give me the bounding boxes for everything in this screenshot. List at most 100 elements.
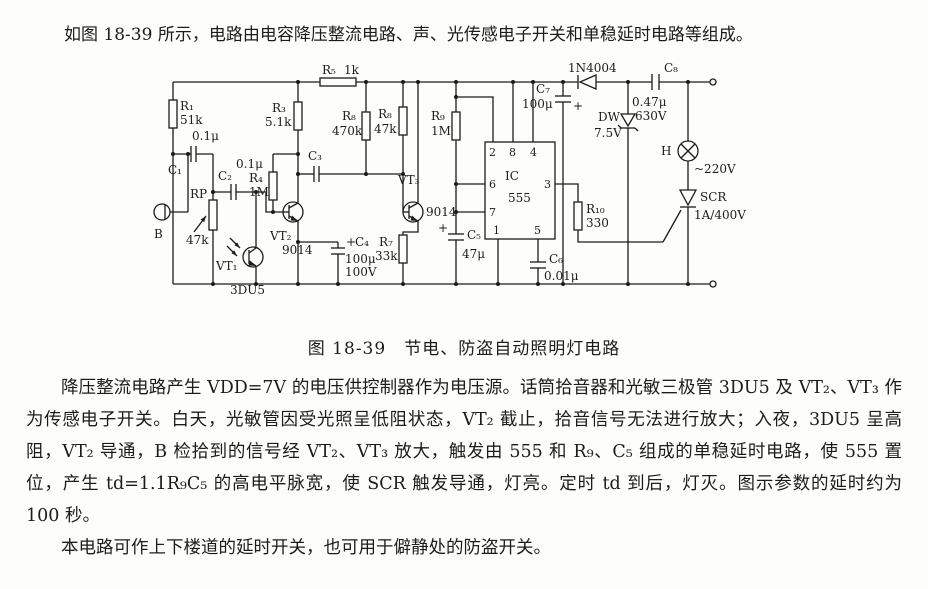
body-paragraph-2: 本电路可作上下楼道的延时开关，也可用于僻静处的防盗开关。 xyxy=(61,538,551,558)
label-scr: SCR xyxy=(700,190,727,204)
label-r9-value: 1M xyxy=(431,124,451,138)
label-vt1-type: 3DU5 xyxy=(230,283,265,297)
phototransistor-vt1: VT₁ 3DU5 xyxy=(215,192,265,297)
microphone-b: B xyxy=(153,154,189,241)
label-pin8: 8 xyxy=(509,146,516,159)
ic-555: 2 8 4 6 3 7 1 5 IC 555 xyxy=(456,82,579,284)
capacitor-c8: C₈ 0.47μ 630V xyxy=(632,62,678,123)
resistor-r5: R₅ 1k xyxy=(319,63,360,87)
label-ic-type: 555 xyxy=(508,191,531,205)
label-r8a-value: 470k xyxy=(332,124,363,138)
label-ic: IC xyxy=(505,169,519,183)
resistor-r8b: R₈ 47k xyxy=(374,82,408,212)
label-r3: R₃ xyxy=(272,101,286,115)
label-rp-value: 47k xyxy=(186,233,209,247)
label-pin3: 3 xyxy=(544,178,551,191)
label-vt1: VT₁ xyxy=(215,259,237,273)
resistor-r7: R₇ 33k xyxy=(375,234,408,284)
capacitor-c1: 0.1μ C₁ xyxy=(168,129,219,177)
label-c7-plus: + xyxy=(573,99,583,113)
label-r5: R₅ xyxy=(322,63,336,77)
label-dw: DW xyxy=(598,110,621,124)
label-c8: C₈ xyxy=(664,62,678,75)
label-c5-value: 47μ xyxy=(462,247,485,261)
label-c6-value: 0.01μ xyxy=(544,269,579,283)
figure-caption: 图 18-39 节电、防盗自动照明灯电路 xyxy=(307,339,621,359)
label-mains: ~220V xyxy=(694,162,736,176)
label-scr-value: 1A/400V xyxy=(694,208,746,222)
label-c1-value: 0.1μ xyxy=(192,129,219,143)
body-paragraph-1: 降压整流电路产生 VDD=7V 的电压供控制器作为电压源。话筒拾音器和光敏三极管… xyxy=(26,378,902,526)
label-vt3: VT₃ xyxy=(397,173,420,187)
label-r8a: R₈ xyxy=(342,109,356,123)
label-r7: R₇ xyxy=(379,235,393,249)
label-c3: C₃ xyxy=(308,149,322,163)
mains-terminal-top xyxy=(709,78,717,86)
label-pin2: 2 xyxy=(489,146,496,159)
label-c6: C₆ xyxy=(549,252,563,266)
capacitor-c2: C₂ 0.1μ xyxy=(213,157,283,213)
label-rp: RP xyxy=(190,187,207,201)
label-r4-value: 1M xyxy=(249,185,269,199)
resistor-r4: R₄ 1M xyxy=(249,153,298,212)
label-r10: R₁₀ xyxy=(586,202,605,216)
transistor-vt2: VT₂ 9014 xyxy=(269,201,313,284)
resistor-r3: R₃ 5.1k xyxy=(265,82,303,203)
label-r1-value: 51k xyxy=(180,113,203,127)
capacitor-c5: + C₅ 47μ xyxy=(438,221,485,284)
scr: SCR 1A/400V xyxy=(678,189,746,284)
label-dw-value: 7.5V xyxy=(594,126,622,140)
label-c4-value: 100μ xyxy=(345,252,376,266)
label-c1: C₁ xyxy=(168,163,182,177)
capacitor-c3: C₃ xyxy=(298,149,403,182)
zener-dw: DW 7.5V xyxy=(594,82,639,284)
label-r8b: R₈ xyxy=(378,107,392,121)
label-pin6: 6 xyxy=(489,178,496,191)
label-r5-value: 1k xyxy=(344,63,360,77)
label-r8b-value: 47k xyxy=(374,122,397,136)
label-pin4: 4 xyxy=(530,146,537,159)
intro-paragraph: 如图 18-39 所示，电路由电容降压整流电路、声、光传感电子开关和单稳延时电路… xyxy=(64,25,753,45)
diode-1n4004: 1N4004 xyxy=(568,62,617,90)
label-vt2: VT₂ xyxy=(269,229,292,243)
label-r3-value: 5.1k xyxy=(265,115,292,129)
label-c2-value: 0.1μ xyxy=(236,157,263,171)
mains-terminal-bottom xyxy=(709,280,717,288)
label-c7-value: 100μ xyxy=(522,97,553,111)
label-d1: 1N4004 xyxy=(568,62,617,75)
capacitor-c4: + C₄ 100μ 100V xyxy=(298,235,377,284)
label-c4-volt: 100V xyxy=(345,265,377,279)
label-c7: C₇ xyxy=(536,82,550,96)
junction-dots xyxy=(171,80,690,286)
capacitor-c6: C₆ 0.01μ xyxy=(530,252,579,284)
label-vt3-type: 9014 xyxy=(426,205,457,219)
label-c8-value: 0.47μ xyxy=(632,95,667,109)
capacitor-c7: C₇ 100μ + xyxy=(522,82,583,284)
label-r1: R₁ xyxy=(180,99,194,113)
transistor-vt3: VT₃ 9014 xyxy=(397,82,457,235)
label-r7-value: 33k xyxy=(375,249,398,263)
label-c5-plus: + xyxy=(438,221,448,235)
label-c8-volt: 630V xyxy=(635,109,667,123)
resistor-r1: R₁ 51k xyxy=(168,99,203,129)
label-pin7: 7 xyxy=(489,206,496,219)
label-c5: C₅ xyxy=(467,228,481,242)
label-c4: C₄ xyxy=(355,235,369,249)
body-text: 降压整流电路产生 VDD=7V 的电压供控制器作为电压源。话筒拾音器和光敏三极管… xyxy=(26,372,902,564)
resistor-r8a: R₈ 470k xyxy=(332,82,371,174)
label-vt2-type: 9014 xyxy=(282,243,313,257)
label-c4-plus: + xyxy=(346,235,356,249)
label-pin5: 5 xyxy=(534,224,541,237)
label-b: B xyxy=(154,227,163,241)
label-h: H xyxy=(661,144,671,158)
label-c2: C₂ xyxy=(218,169,232,183)
potentiometer-rp: RP 47k xyxy=(186,154,218,284)
label-r10-value: 330 xyxy=(586,216,609,230)
lamp-h: H ~220V xyxy=(661,82,736,190)
resistor-r9: R₉ 1M xyxy=(431,82,461,234)
resistor-r10: R₁₀ 330 xyxy=(573,201,682,243)
label-r4: R₄ xyxy=(249,171,263,185)
label-pin1: 1 xyxy=(493,224,500,237)
circuit-diagram: R₁ 51k 0.1μ C₁ B RP 47k xyxy=(153,62,746,297)
